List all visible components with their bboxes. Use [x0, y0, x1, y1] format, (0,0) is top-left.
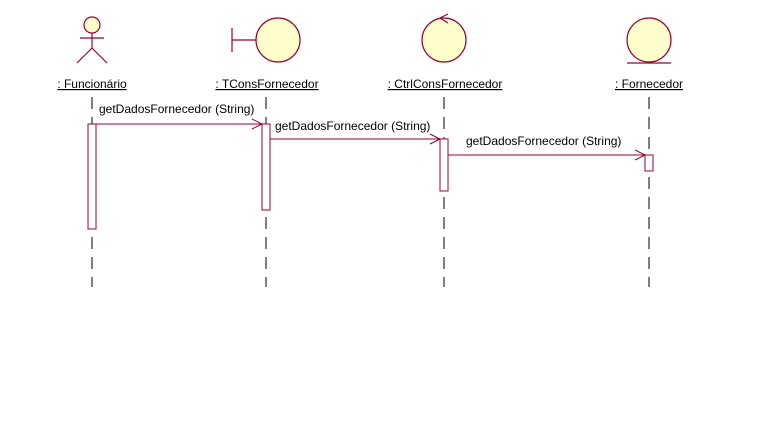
actor-icon — [76, 16, 108, 64]
message-label: getDadosFornecedor (String) — [99, 102, 254, 116]
control-icon — [421, 13, 467, 63]
lifeline-tconsfornecedor: : TConsFornecedor — [215, 17, 319, 287]
lifeline-fornecedor: : Fornecedor — [615, 17, 683, 287]
lifeline-label: : Fornecedor — [615, 77, 683, 91]
message-arrow: getDadosFornecedor (String) — [448, 134, 647, 161]
lifeline-label: : CtrlConsFornecedor — [388, 77, 503, 91]
lifeline-ctrlconsfornecedor: : CtrlConsFornecedor — [388, 13, 503, 287]
activation-bar — [439, 138, 449, 192]
message-label: getDadosFornecedor (String) — [275, 119, 430, 133]
boundary-icon — [231, 17, 301, 63]
activation-bar — [261, 123, 271, 211]
message-arrow: getDadosFornecedor (String) — [96, 102, 264, 130]
activation-bar — [87, 123, 97, 230]
activation-bar — [644, 154, 654, 172]
message-arrow: getDadosFornecedor (String) — [270, 119, 442, 145]
lifeline-funcionario: : Funcionário — [57, 16, 127, 287]
lifeline-label: : Funcionário — [57, 77, 127, 91]
message-label: getDadosFornecedor (String) — [466, 134, 621, 148]
entity-icon — [626, 17, 672, 64]
lifeline-label: : TConsFornecedor — [215, 77, 318, 91]
